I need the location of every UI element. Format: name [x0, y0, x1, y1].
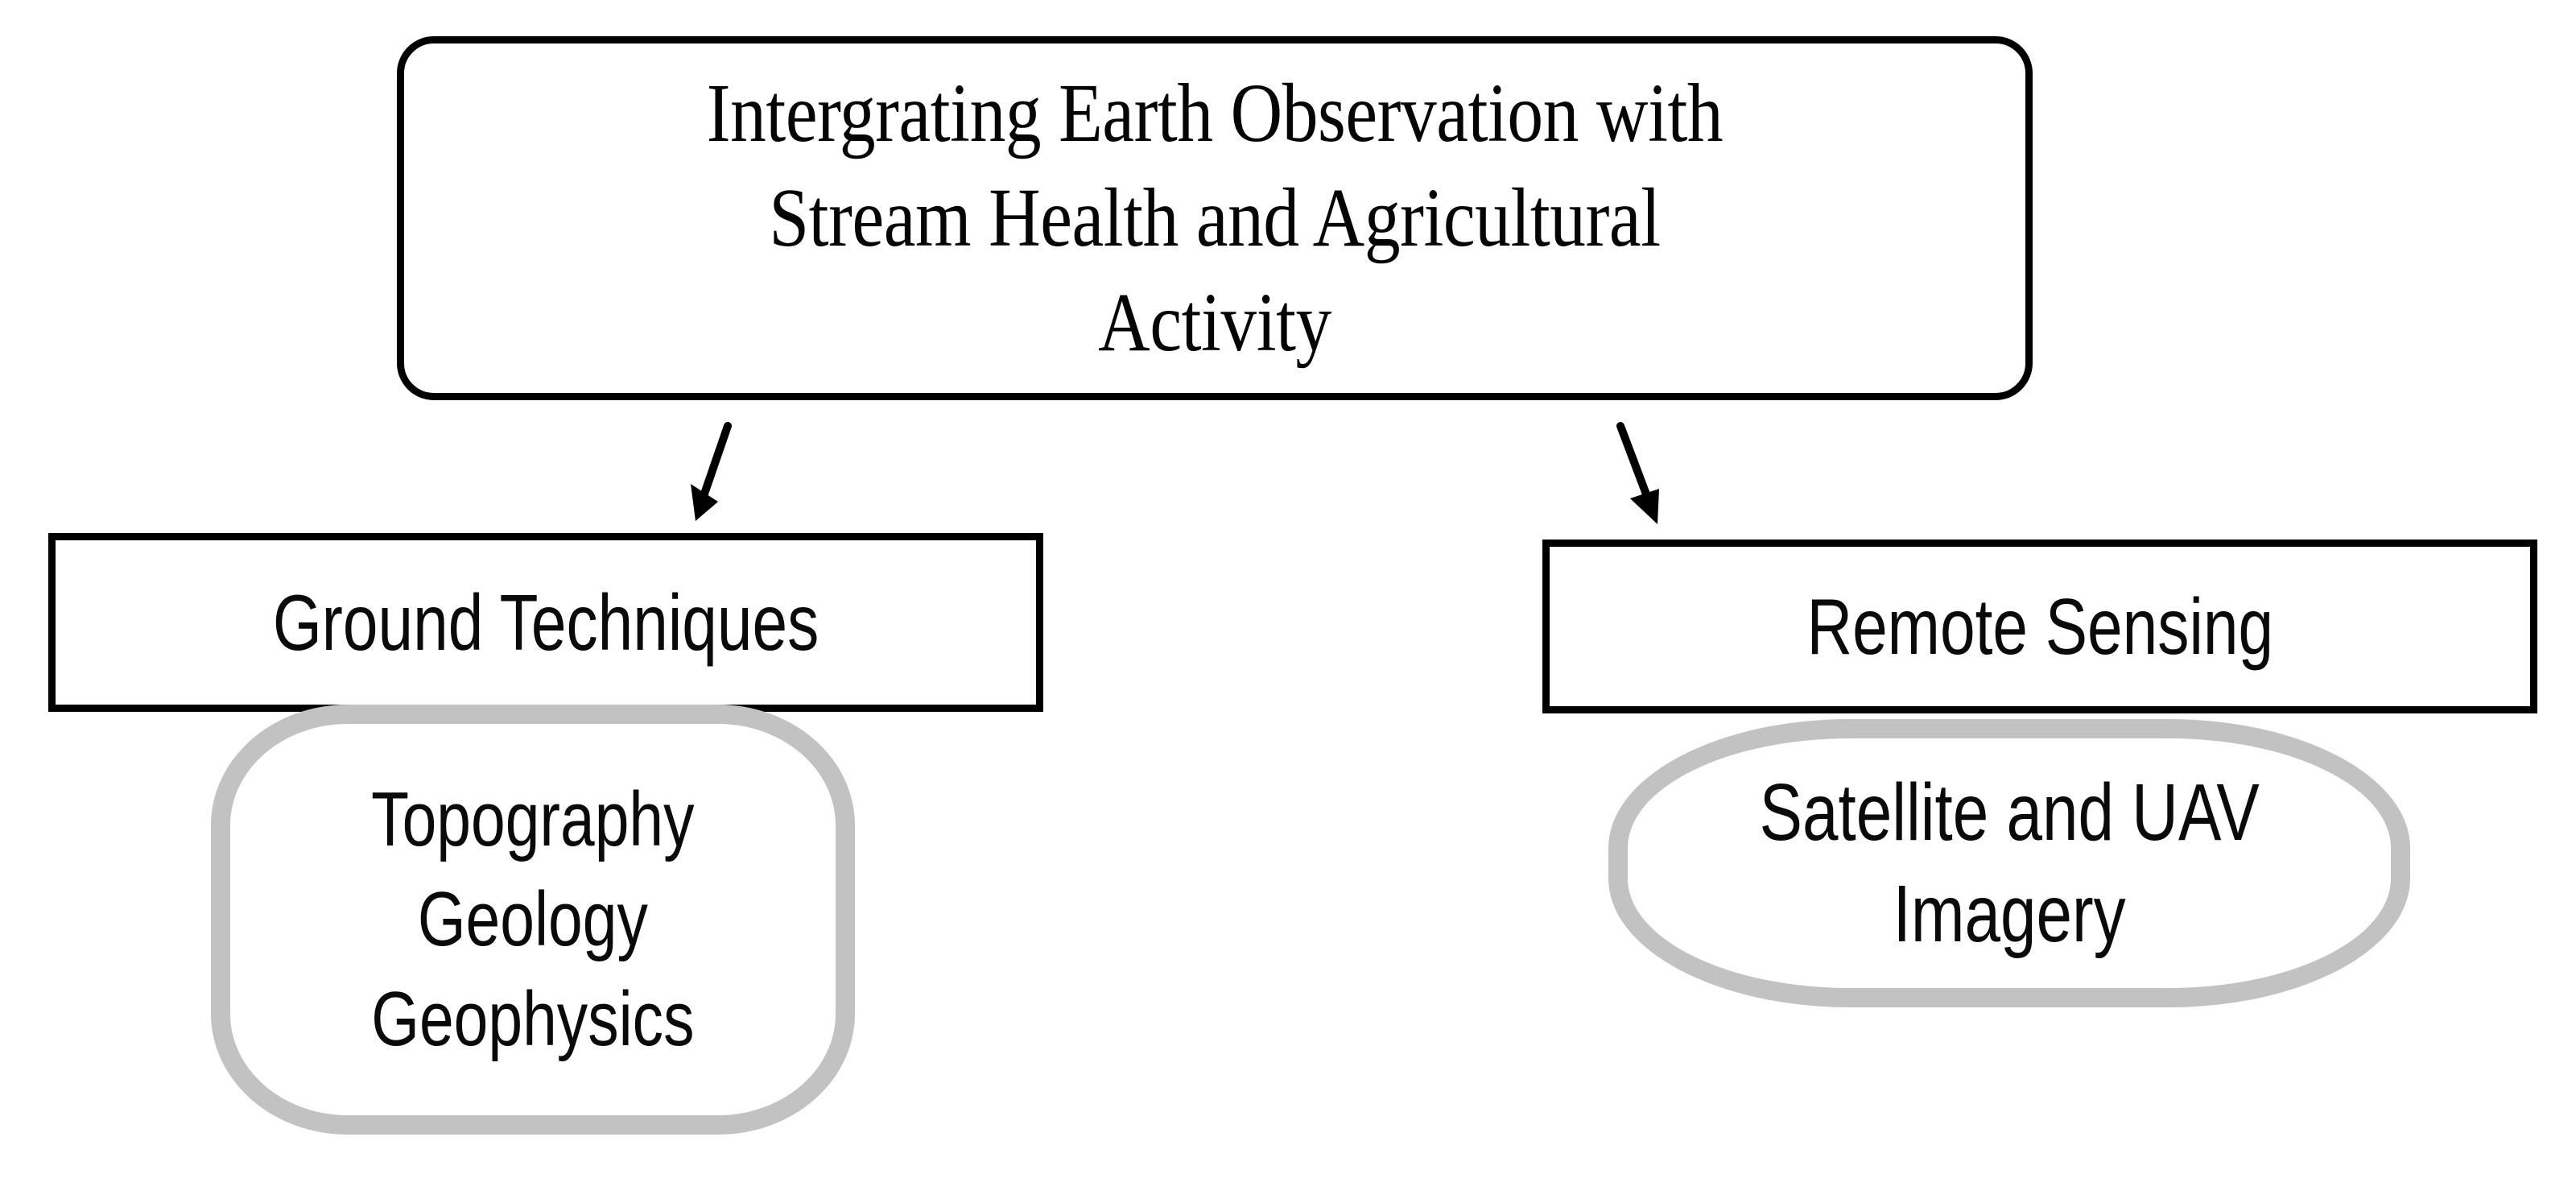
node-title-box[interactable]: Intergrating Earth Observation with Stre… — [397, 36, 2033, 400]
node-ground-techniques-details[interactable]: Topography Geology Geophysics — [211, 705, 855, 1135]
node-ground-techniques-box[interactable]: Ground Techniques — [48, 533, 1043, 712]
node-remote-sensing-label: Remote Sensing — [1806, 582, 2273, 671]
node-title-label: Intergrating Earth Observation with Stre… — [706, 67, 1724, 369]
node-remote-sensing-box[interactable]: Remote Sensing — [1542, 540, 2537, 713]
arrow-to-ground-techniques-icon — [691, 422, 732, 521]
node-ground-techniques-label: Ground Techniques — [272, 578, 819, 667]
arrow-to-remote-sensing-icon — [1616, 422, 1659, 524]
node-remote-sensing-details-label: Satellite and UAV Imagery — [1759, 767, 2260, 959]
node-ground-techniques-details-label: Topography Geology Geophysics — [371, 776, 695, 1062]
node-remote-sensing-details[interactable]: Satellite and UAV Imagery — [1608, 719, 2410, 1007]
